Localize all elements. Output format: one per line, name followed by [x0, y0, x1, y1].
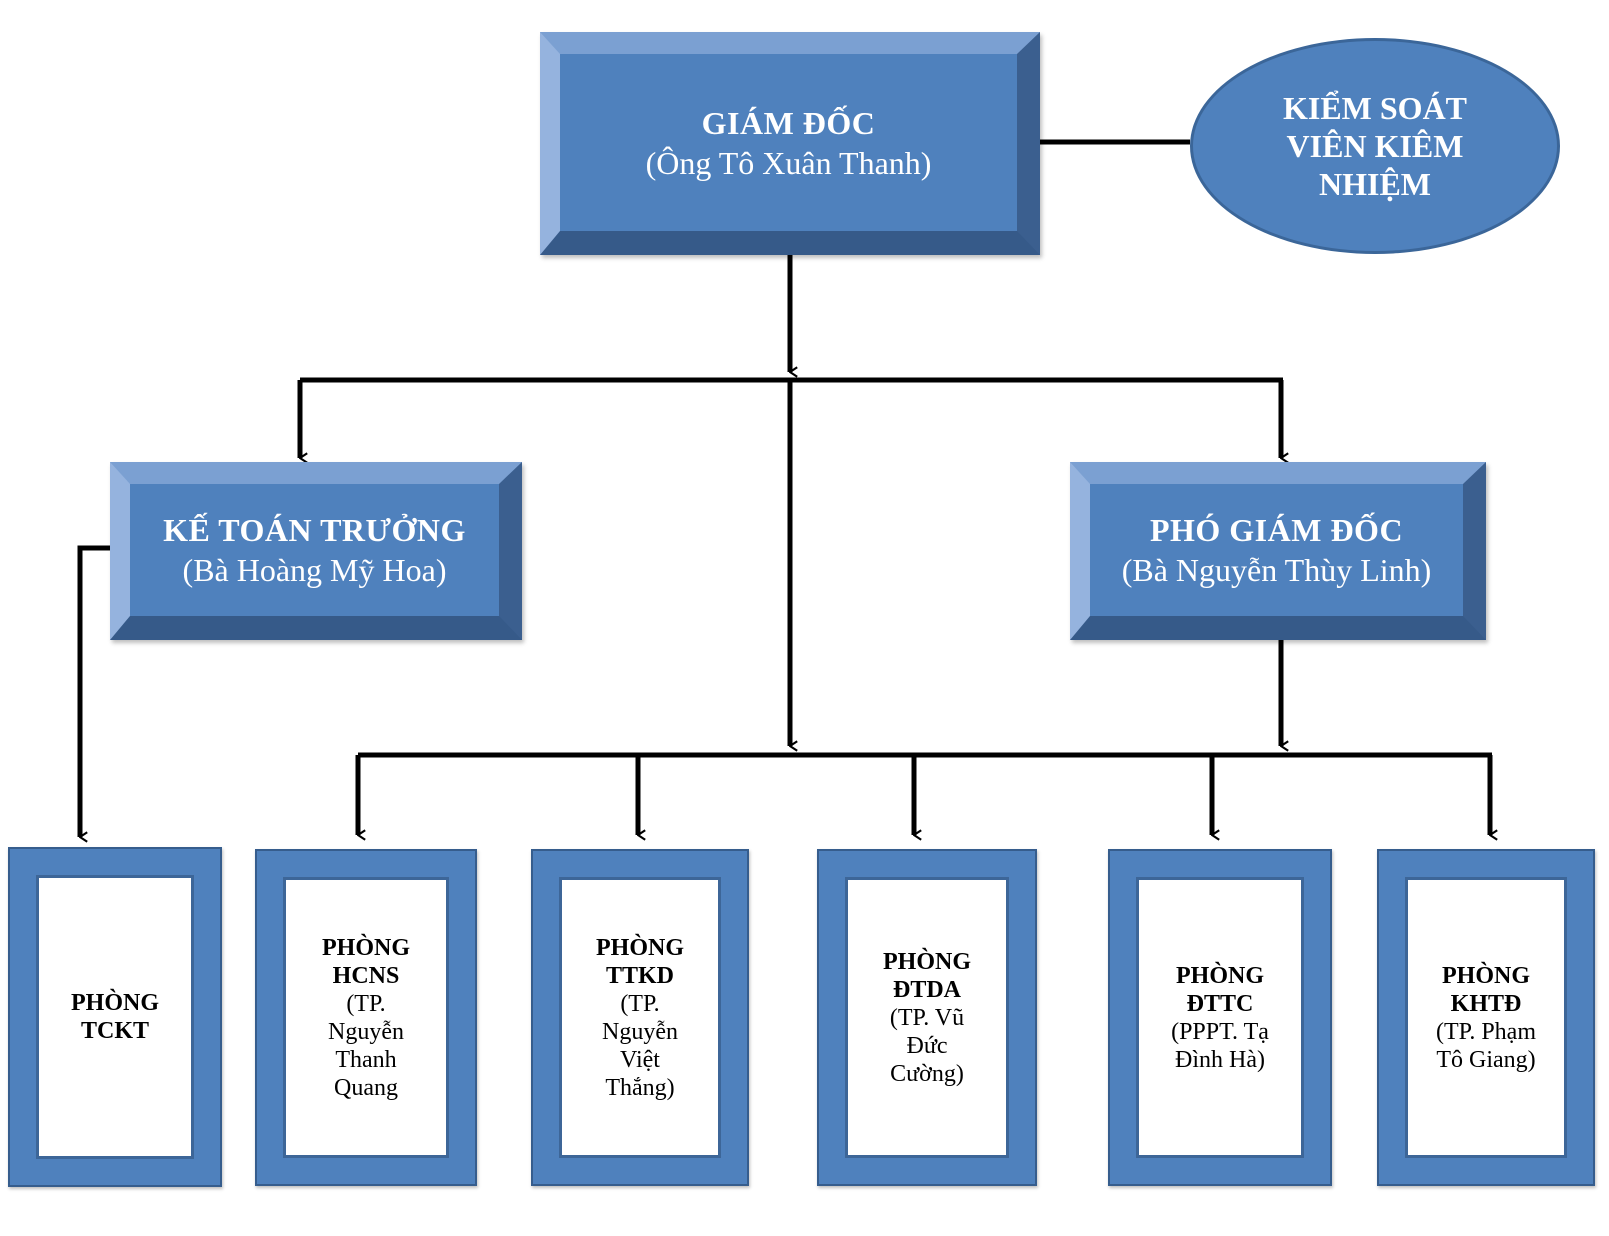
deputy-director-name: (Bà Nguyễn Thùy Linh)	[1121, 552, 1432, 588]
dept-head: (TP. Vũ Đức Cường)	[889, 1004, 965, 1087]
director-title: GIÁM ĐỐC	[701, 104, 876, 141]
director-name: (Ông Tô Xuân Thanh)	[645, 144, 932, 181]
dept-dtda: PHÒNG ĐTDA (TP. Vũ Đức Cường)	[817, 849, 1037, 1186]
director-box: GIÁM ĐỐC (Ông Tô Xuân Thanh)	[540, 32, 1040, 255]
dept-head: (TP. Nguyễn Việt Thắng)	[602, 990, 678, 1101]
dept-head: (TP. Phạm Tô Giang)	[1435, 1018, 1536, 1073]
supervisor-label: KIỂM SOÁT VIÊN KIÊM NHIỆM	[1282, 90, 1468, 202]
chief-accountant-title: KẾ TOÁN TRƯỞNG	[163, 512, 466, 548]
dept-title: PHÒNG HCNS	[322, 934, 410, 989]
dept-title: PHÒNG KHTĐ	[1442, 962, 1530, 1017]
dept-title: PHÒNG TTKD	[596, 934, 684, 989]
chief-accountant-name: (Bà Hoàng Mỹ Hoa)	[182, 552, 447, 588]
dept-head: (PPPT. Tạ Đình Hà)	[1171, 1018, 1269, 1073]
deputy-director-box: PHÓ GIÁM ĐỐC (Bà Nguyễn Thùy Linh)	[1070, 462, 1486, 640]
dept-ttkd: PHÒNG TTKD (TP. Nguyễn Việt Thắng)	[531, 849, 749, 1186]
supervisor-oval: KIỂM SOÁT VIÊN KIÊM NHIỆM	[1190, 38, 1560, 254]
line-chief-to-tckt	[77, 545, 110, 837]
chief-accountant-box: KẾ TOÁN TRƯỞNG (Bà Hoàng Mỹ Hoa)	[110, 462, 522, 640]
dept-title: PHÒNG TCKT	[71, 990, 159, 1044]
dept-title: PHÒNG ĐTDA	[883, 948, 971, 1003]
dept-head: (TP. Nguyễn Thanh Quang	[328, 990, 404, 1101]
dept-title: PHÒNG ĐTTC	[1176, 962, 1264, 1017]
dept-khtd: PHÒNG KHTĐ (TP. Phạm Tô Giang)	[1377, 849, 1595, 1186]
dept-dttc: PHÒNG ĐTTC (PPPT. Tạ Đình Hà)	[1108, 849, 1332, 1186]
dept-hcns: PHÒNG HCNS (TP. Nguyễn Thanh Quang	[255, 849, 477, 1186]
dept-tckt: PHÒNG TCKT	[8, 847, 222, 1187]
deputy-director-title: PHÓ GIÁM ĐỐC	[1149, 512, 1404, 548]
